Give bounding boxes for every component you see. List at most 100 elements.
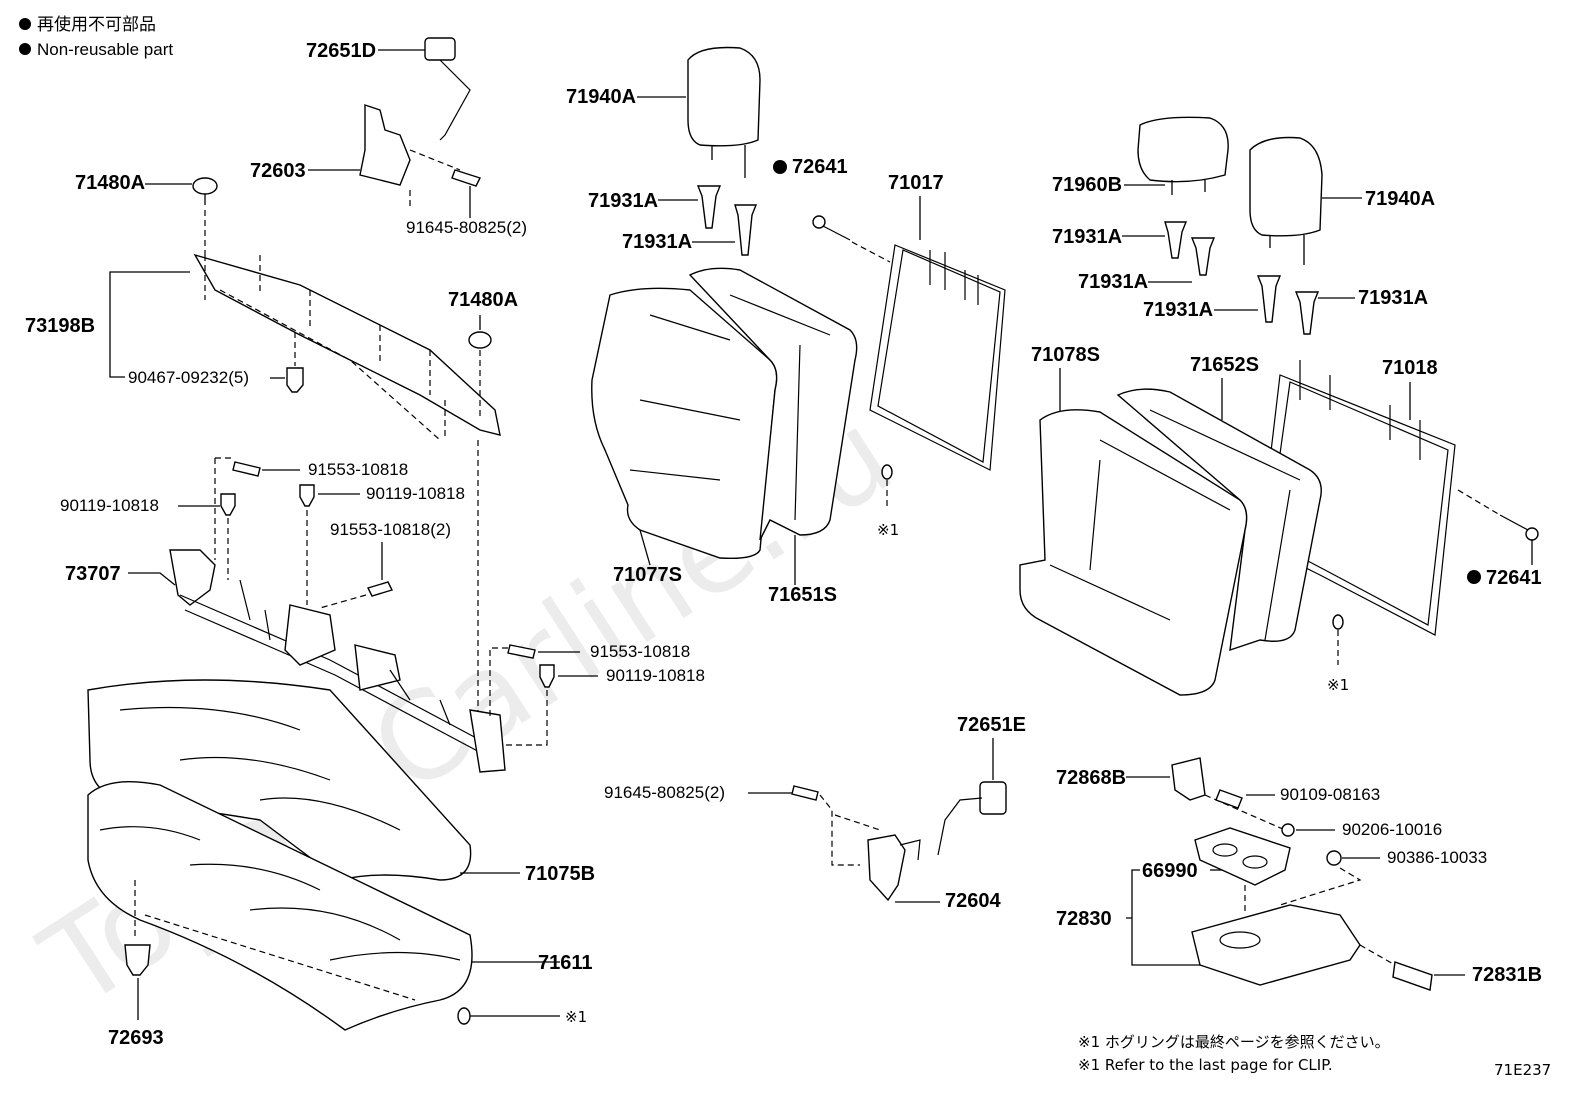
label-71480A-right: 71480A <box>448 289 518 311</box>
label-91645-80825-upper: 91645-80825(2) <box>406 218 527 237</box>
label-73707: 73707 <box>65 563 121 585</box>
part-71931A-c[interactable]: 71931A <box>1052 221 1188 259</box>
clip-ref-right: ※1 <box>1327 614 1349 694</box>
label-72830: 72830 <box>1056 908 1112 930</box>
legend-en: Non-reusable part <box>37 40 173 59</box>
label-71940A-right: 71940A <box>1365 188 1435 210</box>
label-72651D: 72651D <box>306 40 376 62</box>
part-90386-10033[interactable]: 90386-10033 <box>1279 848 1487 906</box>
label-71652S: 71652S <box>1190 354 1259 376</box>
label-72603: 72603 <box>250 160 306 182</box>
clip-ref-bottom-label: ※1 <box>565 1008 587 1026</box>
label-71931A-c: 71931A <box>1052 226 1122 248</box>
clip-ref-center-label: ※1 <box>877 521 899 539</box>
part-72830[interactable]: 72830 <box>1056 869 1396 986</box>
label-71077S: 71077S <box>613 564 682 586</box>
non-reusable-dot-icon <box>1467 570 1481 584</box>
part-72641-right[interactable]: 72641 <box>1457 489 1542 589</box>
non-reusable-dot-icon <box>19 18 31 30</box>
label-71960B: 71960B <box>1052 174 1122 196</box>
label-91553-10818-a: 91553-10818 <box>308 460 408 479</box>
part-71940A-right[interactable]: 71940A <box>1249 136 1435 266</box>
label-71931A-f: 71931A <box>1358 287 1428 309</box>
diagram-code: 71E237 <box>1494 1061 1551 1079</box>
part-90119-10818-c[interactable]: 90119-10818 <box>505 664 705 746</box>
part-90206-10016[interactable]: 90206-10016 <box>1281 820 1442 839</box>
label-90467-09232: 90467-09232(5) <box>128 368 249 387</box>
label-72604: 72604 <box>945 890 1001 912</box>
part-91553-10818-2[interactable]: 91553-10818(2) <box>319 520 451 609</box>
part-71018[interactable]: 71018 <box>1259 357 1456 636</box>
part-66990[interactable]: 66990 <box>1142 827 1291 912</box>
label-91553-10818-2: 91553-10818(2) <box>330 520 451 539</box>
part-71960B[interactable]: 71960B <box>1052 116 1229 196</box>
clip-ref-right-label: ※1 <box>1327 676 1349 694</box>
part-72641-left[interactable]: 72641 <box>773 156 891 263</box>
label-73198B: 73198B <box>25 315 95 337</box>
part-72651E[interactable]: 72651E <box>937 714 1026 856</box>
label-72641-left: 72641 <box>792 156 848 178</box>
label-71931A-d: 71931A <box>1078 271 1148 293</box>
label-72641-right: 72641 <box>1486 567 1542 589</box>
part-72831B[interactable]: 72831B <box>1392 961 1542 991</box>
part-71931A-f[interactable]: 71931A <box>1294 287 1428 335</box>
footnote-en: ※1 Refer to the last page for CLIP. <box>1078 1056 1333 1074</box>
part-71940A-left[interactable]: 71940A <box>566 46 761 179</box>
part-73707[interactable]: 73707 <box>65 549 506 773</box>
part-71931A-a[interactable]: 71931A <box>588 185 722 229</box>
label-71075B: 71075B <box>525 863 595 885</box>
label-72831B: 72831B <box>1472 964 1542 986</box>
part-90109-08163[interactable]: 90109-08163 <box>1215 785 1380 809</box>
label-71651S: 71651S <box>768 584 837 606</box>
part-71652S[interactable]: 71652S <box>1116 354 1322 652</box>
part-73198B[interactable]: 73198B <box>25 253 501 441</box>
label-90386-10033: 90386-10033 <box>1387 848 1487 867</box>
legend-jp: 再使用不可部品 <box>37 14 156 34</box>
clip-ref-center: ※1 <box>877 464 899 539</box>
label-66990: 66990 <box>1142 860 1198 882</box>
label-90206-10016: 90206-10016 <box>1342 820 1442 839</box>
part-71077S[interactable]: 71077S <box>591 287 778 586</box>
non-reusable-dot-icon <box>773 160 787 174</box>
part-91553-10818-c[interactable]: 91553-10818 <box>489 642 690 720</box>
footnotes: ※1 ホグリングは最終ページを参照ください。 ※1 Refer to the l… <box>1078 1033 1390 1074</box>
part-91645-80825-upper[interactable]: 91645-80825(2) <box>406 169 527 237</box>
part-90119-10818-a[interactable]: 90119-10818 <box>60 493 236 580</box>
part-72868B[interactable]: 72868B <box>1056 757 1286 831</box>
label-72651E: 72651E <box>957 714 1026 736</box>
label-90119-10818-a: 90119-10818 <box>60 496 159 515</box>
label-71611: 71611 <box>538 952 593 974</box>
part-72651D[interactable]: 72651D <box>306 37 471 141</box>
part-90467-09232[interactable]: 90467-09232(5) <box>128 332 304 393</box>
part-71651S[interactable]: 71651S <box>688 267 858 606</box>
part-71078S[interactable]: 71078S <box>1019 344 1248 696</box>
part-72693[interactable]: 72693 <box>108 880 416 1049</box>
label-71018: 71018 <box>1382 357 1438 379</box>
label-90119-10818-b: 90119-10818 <box>366 484 465 503</box>
label-91645-80825-lower: 91645-80825(2) <box>604 783 725 802</box>
part-71611[interactable]: 71611 <box>87 780 593 1031</box>
footnote-jp: ※1 ホグリングは最終ページを参照ください。 <box>1078 1033 1390 1051</box>
non-reusable-dot-icon <box>19 43 31 55</box>
legend: 再使用不可部品 Non-reusable part <box>19 14 173 59</box>
part-91553-10818-a[interactable]: 91553-10818 <box>214 457 408 560</box>
part-72604[interactable]: 72604 <box>867 834 1001 912</box>
clip-ref-bottom: ※1 <box>457 1007 587 1026</box>
part-90119-10818-b[interactable]: 90119-10818 <box>299 484 465 605</box>
part-71931A-d[interactable]: 71931A <box>1078 237 1216 293</box>
label-71940A-left: 71940A <box>566 86 636 108</box>
label-71931A-e: 71931A <box>1143 299 1213 321</box>
label-90119-10818-c: 90119-10818 <box>606 666 705 685</box>
label-72868B: 72868B <box>1056 767 1126 789</box>
part-71931A-b[interactable]: 71931A <box>622 204 758 256</box>
part-71480A-left[interactable]: 71480A <box>75 172 218 255</box>
part-91645-80825-lower[interactable]: 91645-80825(2) <box>604 783 881 866</box>
label-71017: 71017 <box>888 172 944 194</box>
part-71017[interactable]: 71017 <box>869 172 1006 471</box>
part-71480A-right[interactable]: 71480A <box>448 289 518 720</box>
label-71931A-a: 71931A <box>588 190 658 212</box>
part-71931A-e[interactable]: 71931A <box>1143 275 1282 323</box>
part-72603[interactable]: 72603 <box>250 104 461 210</box>
label-72693: 72693 <box>108 1027 164 1049</box>
label-71078S: 71078S <box>1031 344 1100 366</box>
